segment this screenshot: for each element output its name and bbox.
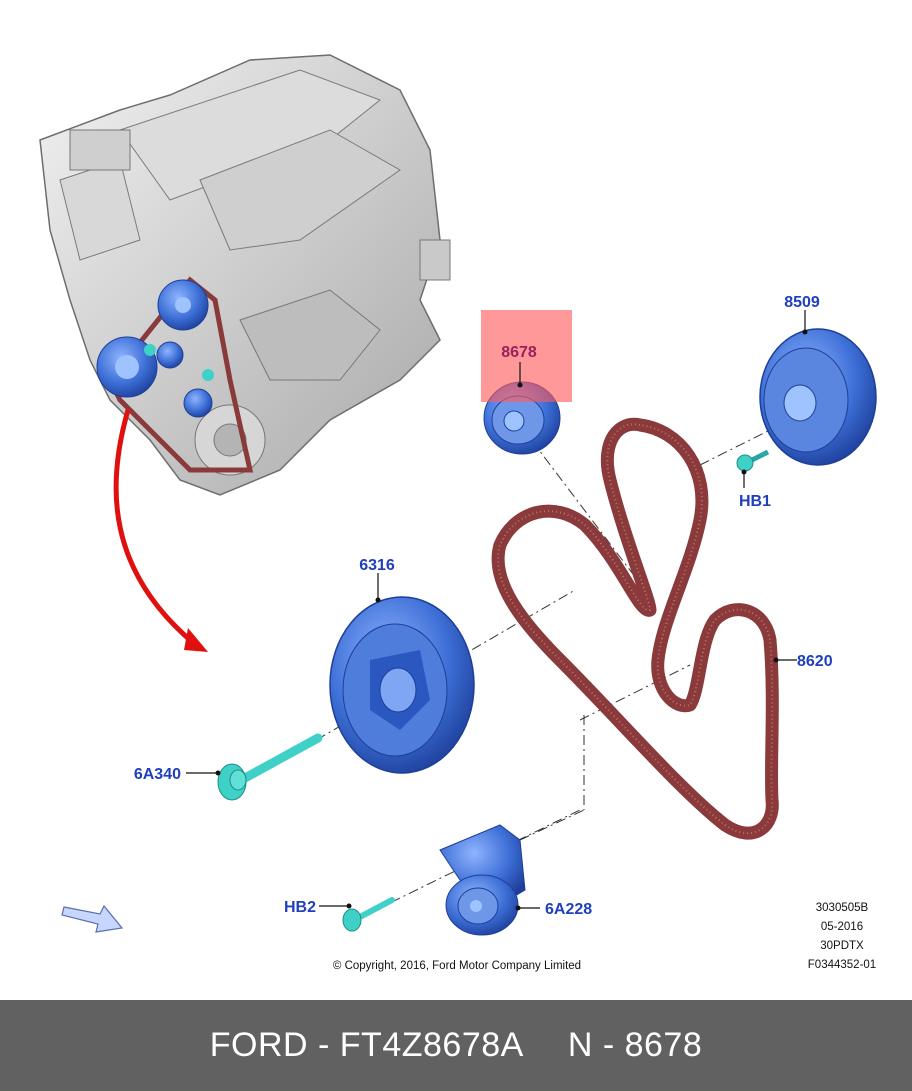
callout-hb2: HB2 [284,899,316,916]
leader-lines [186,310,806,909]
parts-diagram: 8678 8509 HB1 6316 8620 6A340 HB2 6A228 … [39,54,877,972]
callout-8620: 8620 [797,653,833,670]
callout-6316: 6316 [359,557,395,574]
footer-bar: FORD - FT4Z8678A N - 8678 [0,1000,912,1091]
bolt-hb1-icon [736,449,770,472]
drive-belt [491,417,779,840]
copyright-text: © Copyright, 2016, Ford Motor Company Li… [333,960,581,972]
callout-6a228: 6A228 [545,901,592,918]
meta-line: F0344352-01 [808,959,876,971]
belt-tensioner [439,824,526,936]
crank-bolt-icon [217,733,323,801]
footer-reference: N - 8678 [567,1026,703,1064]
highlight-box [481,310,572,402]
meta-line: 30PDTX [820,940,864,952]
view-direction-arrow-icon [61,904,124,933]
callout-8509: 8509 [784,294,820,311]
red-arrow-icon [113,409,208,652]
callout-8678: 8678 [501,344,537,361]
callout-hb1: HB1 [739,493,771,510]
center-lines [229,404,821,921]
meta-line: 3030505B [816,902,869,914]
engine-assembly [39,54,451,496]
crankshaft-pulley [329,596,475,774]
bolt-hb2-icon [342,897,395,932]
meta-line: 05-2016 [821,921,863,933]
callout-6a340: 6A340 [134,766,181,783]
footer-part-number: FORD - FT4Z8678A [209,1026,524,1064]
water-pump-pulley [759,328,877,466]
